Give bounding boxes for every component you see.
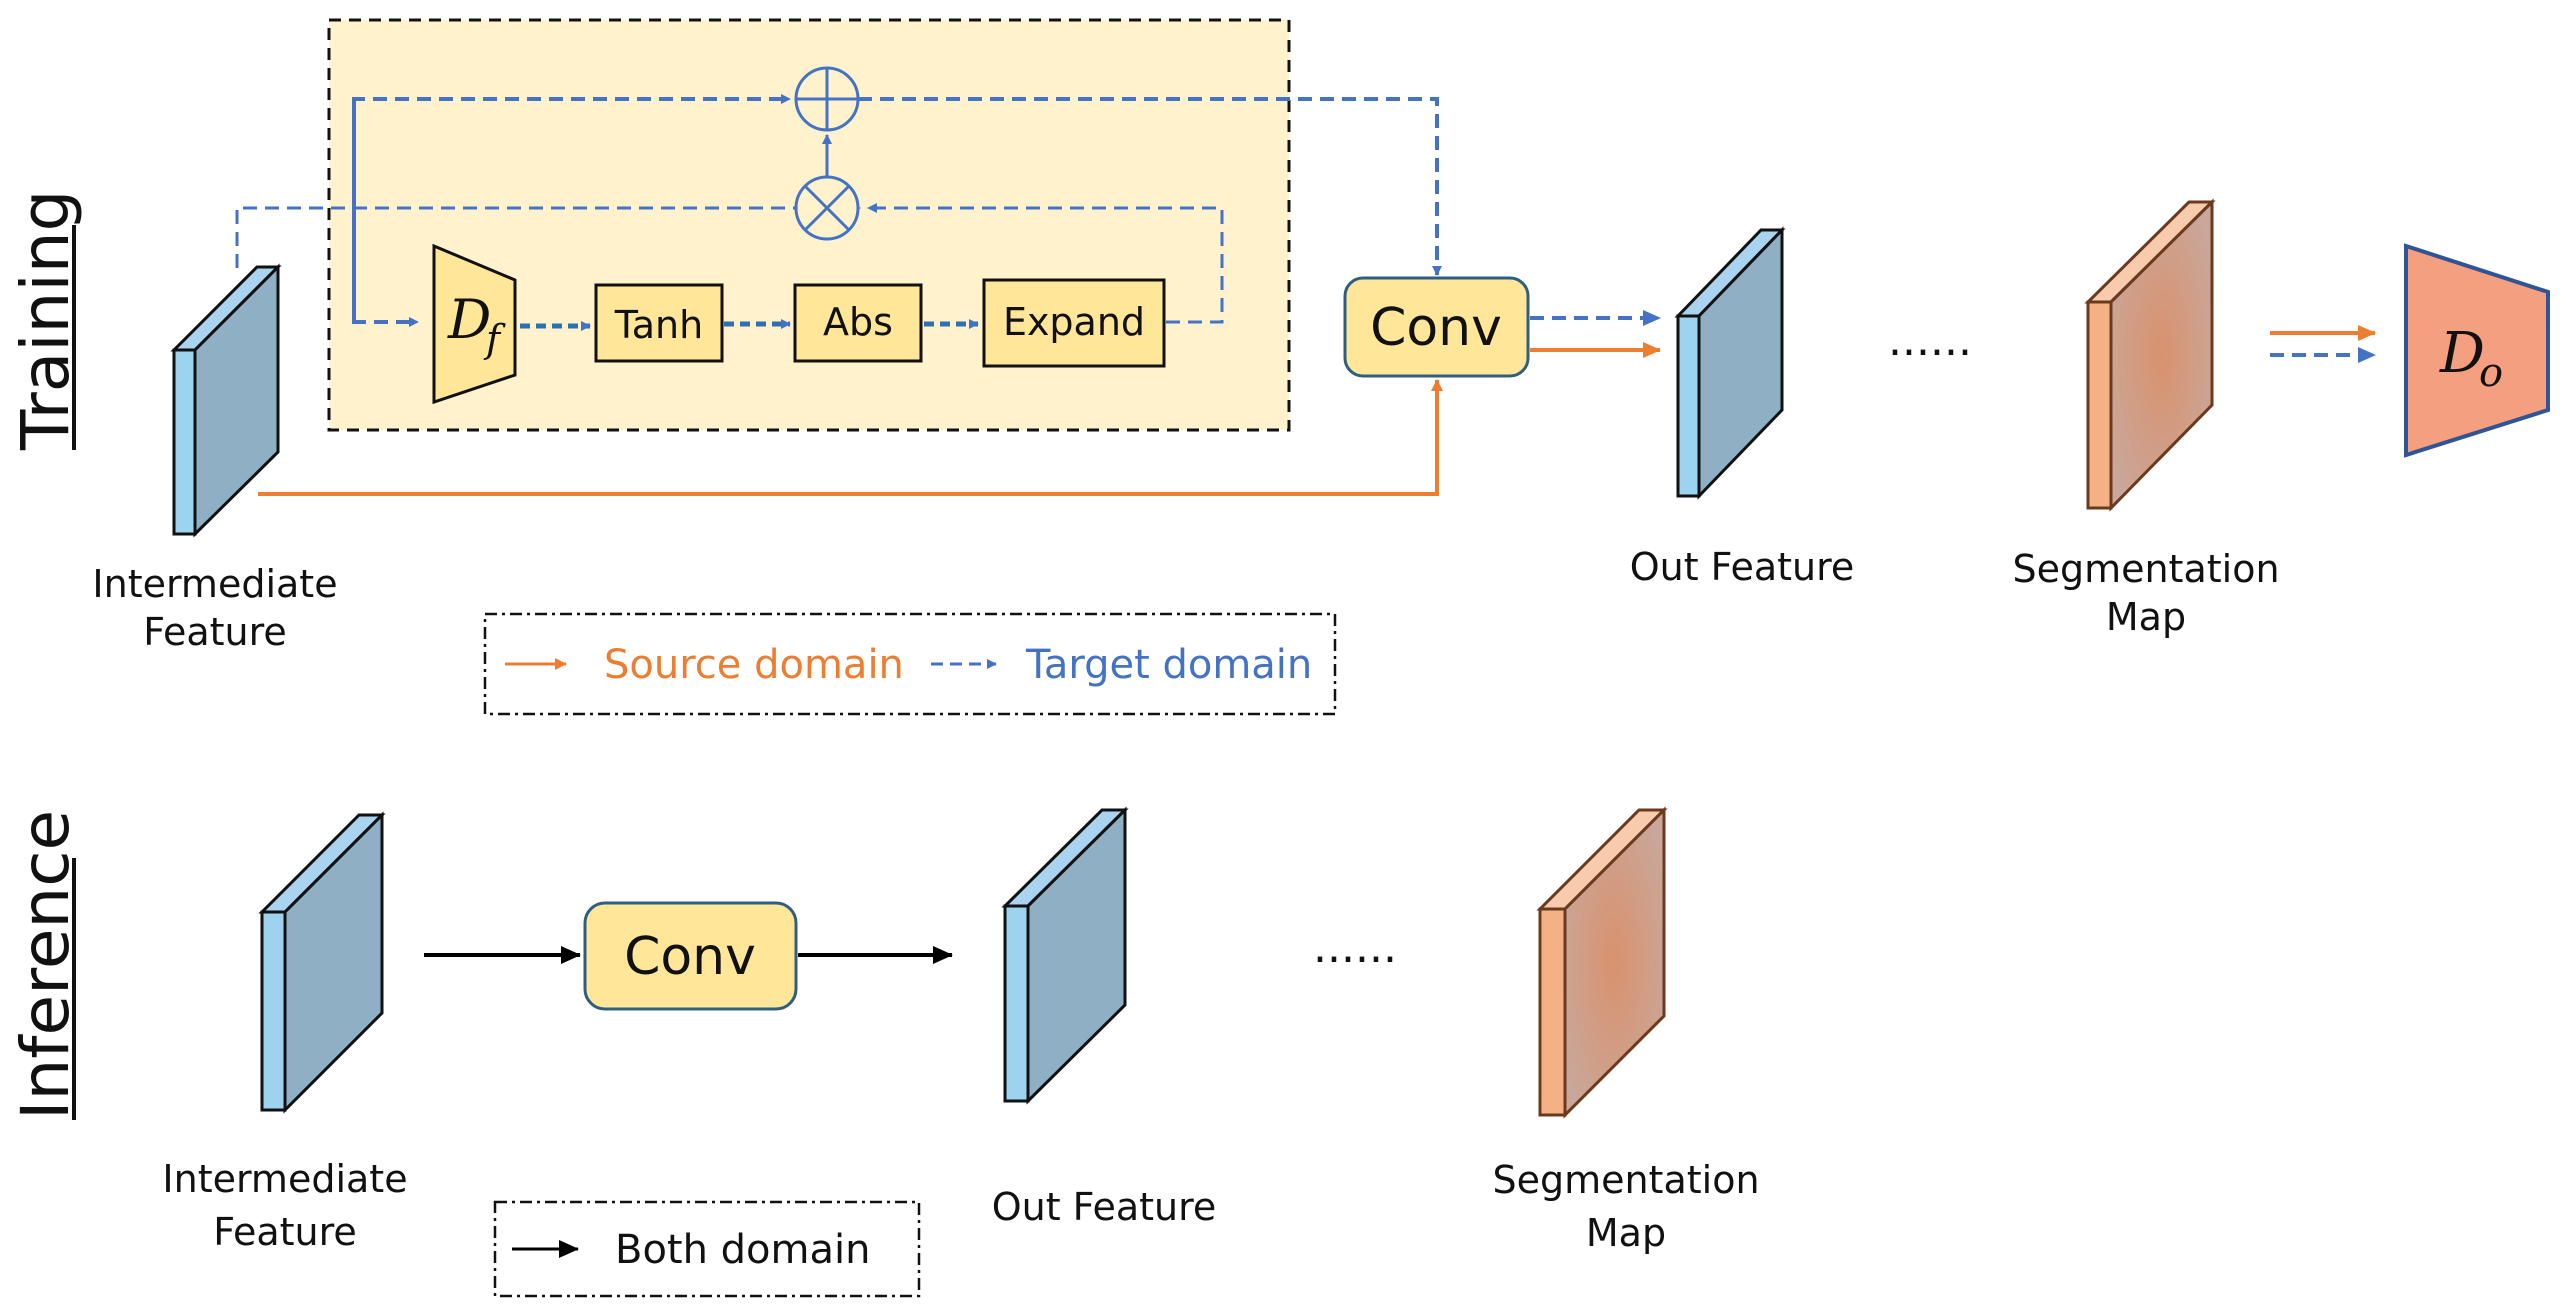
seg-label-line2-training: Map — [2106, 595, 2186, 639]
do-sub-text: o — [2479, 350, 2503, 396]
multiply-operator — [794, 175, 860, 241]
out-feature-label-training: Out Feature — [1630, 545, 1855, 589]
input-feature-block-inference — [258, 811, 386, 1114]
seg-label-line1-training: Segmentation — [2012, 547, 2279, 591]
tanh-module — [594, 283, 724, 363]
do-discriminator — [2404, 243, 2550, 458]
seg-label-line1-inference: Segmentation — [1492, 1158, 1759, 1202]
ellipsis-training: ...... — [1888, 315, 1972, 366]
do-main-text: D — [2439, 321, 2485, 386]
df-main-text: D — [447, 288, 491, 351]
input-label-line1-inference: Intermediate — [162, 1157, 407, 1201]
training-side-label: Training — [7, 190, 84, 451]
conv-module-inference — [583, 901, 798, 1011]
seg-map-block-training — [2084, 198, 2216, 512]
conv-label-training: Conv — [1370, 298, 1502, 358]
input-label-line1: Intermediate — [92, 562, 337, 606]
legend-both-text: Both domain — [615, 1227, 870, 1273]
abs-module — [793, 283, 923, 363]
conv-label-inference: Conv — [624, 927, 756, 987]
conv-module-training — [1343, 276, 1530, 378]
legend-inference: Both domain — [493, 1200, 921, 1298]
expand-to-multiply-path — [867, 203, 1224, 324]
add-to-conv-path — [858, 97, 1442, 276]
add-operator — [794, 66, 860, 132]
input-label-line2: Feature — [143, 610, 287, 654]
input-feature-block — [170, 263, 282, 538]
training-section: Training D f Tanh Abs Expand — [7, 18, 2550, 716]
expand-module — [982, 278, 1166, 368]
seg-map-block-inference — [1536, 806, 1668, 1119]
residual-to-add-path — [352, 94, 791, 322]
out-feature-label-inference: Out Feature — [992, 1185, 1217, 1229]
tanh-label: Tanh — [614, 303, 703, 347]
df-module — [432, 243, 517, 405]
seg-label-line2-inference: Map — [1586, 1211, 1666, 1255]
legend-target-text: Target domain — [1025, 642, 1312, 688]
abs-label: Abs — [823, 300, 893, 344]
out-feature-block-training — [1674, 226, 1786, 500]
expand-label: Expand — [1003, 300, 1145, 344]
out-feature-block-inference — [1001, 806, 1129, 1105]
legend-training: Source domain Target domain — [483, 612, 1337, 716]
inference-side-label: Inference — [7, 810, 84, 1120]
input-label-line2-inference: Feature — [213, 1210, 357, 1254]
source-to-conv-path — [258, 379, 1443, 496]
legend-source-text: Source domain — [604, 642, 904, 688]
inference-section: Inference Conv ...... Intermediate Featu… — [7, 806, 1760, 1298]
ellipsis-inference: ...... — [1313, 922, 1397, 973]
